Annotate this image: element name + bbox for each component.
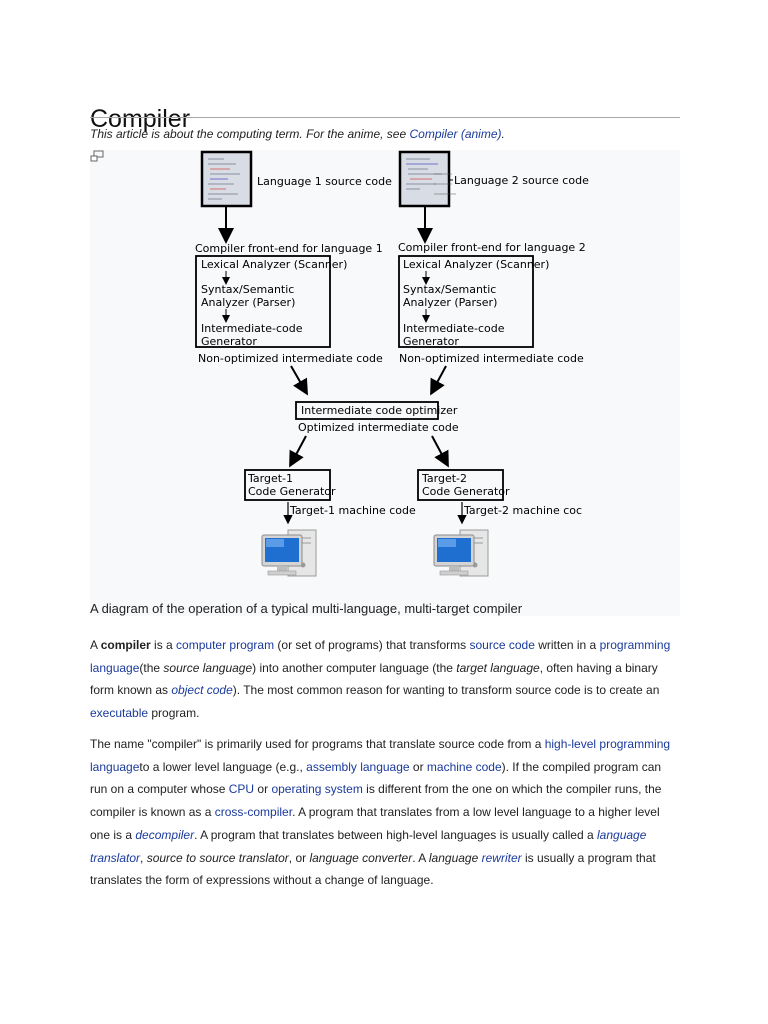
source-2-label: Language 2 source code — [454, 174, 589, 187]
link-object-code[interactable]: object code — [171, 683, 233, 698]
syntax-analyzer-2-line1: Syntax/Semantic — [403, 283, 496, 296]
frontend-2-title: Compiler front-end for language 2 — [398, 241, 586, 254]
nonopt-code-1: Non-optimized intermediate code — [198, 352, 383, 365]
link-rewriter[interactable]: rewriter — [481, 850, 522, 865]
optimizer-box — [295, 401, 439, 420]
text-run: . A — [412, 850, 429, 865]
text-run: ). The most common reason for wanting to… — [232, 683, 660, 698]
icg-2-line1: Intermediate-code — [403, 322, 505, 335]
target-2-line1: Target-2 — [421, 472, 467, 485]
link-programming-language[interactable]: programming language — [90, 638, 671, 675]
link-cross-compiler[interactable]: cross-compiler — [214, 805, 293, 820]
frontend-1-box — [195, 255, 331, 348]
link-operating-system[interactable]: operating system — [271, 782, 363, 797]
text-run: written in a — [534, 638, 600, 652]
icg-1-line2: Generator — [201, 335, 257, 348]
lexical-analyzer-2: Lexical Analyzer (Scanner) — [403, 258, 549, 271]
syntax-analyzer-2-line2: Analyzer (Parser) — [403, 296, 497, 309]
lexical-analyzer-1: Lexical Analyzer (Scanner) — [201, 258, 347, 271]
target-2-line2: Code Generator — [422, 485, 510, 498]
text-run: , — [140, 850, 147, 865]
hatnote: This article is about the computing term… — [90, 127, 505, 141]
syntax-analyzer-1-line2: Analyzer (Parser) — [201, 296, 295, 309]
text-run: , often having a binary form known as — [90, 660, 658, 698]
link-assembly-language[interactable]: assembly language — [306, 759, 410, 774]
computer-1-icon — [261, 529, 317, 577]
machine-code-2-label: Target-2 machine coc — [463, 504, 582, 517]
text-run: , or — [288, 850, 310, 865]
hatnote-link-compiler-anime[interactable]: Compiler (anime) — [409, 127, 502, 141]
frontend-1-title: Compiler front-end for language 1 — [195, 242, 383, 255]
text-run: is different from the one on which the c… — [90, 782, 662, 820]
text-run: is usually a program that translates the… — [90, 850, 656, 888]
icg-2-line2: Generator — [403, 335, 459, 348]
bold-term-compiler: compiler — [100, 638, 151, 652]
italic-source-to-source-translator: source to source translator — [146, 850, 289, 865]
text-run: or — [409, 759, 427, 774]
italic-target-language: target language — [456, 660, 540, 675]
target-1-line2: Code Generator — [248, 485, 336, 498]
italic-language-converter: language converter — [309, 850, 413, 865]
figure-caption: A diagram of the operation of a typical … — [90, 601, 523, 616]
compiler-diagram[interactable]: Language 1 source code Language 2 source… — [90, 150, 680, 590]
link-high-level-programming-language[interactable]: high-level programming language — [90, 737, 671, 774]
text-run: is a — [150, 638, 177, 652]
hatnote-text: This article is about the computing term… — [90, 127, 410, 141]
optimizer-label: Intermediate code optimizer — [301, 404, 458, 417]
link-decompiler[interactable]: decompiler — [135, 827, 195, 842]
link-source-code[interactable]: source code — [469, 638, 535, 652]
text-run: (the — [139, 660, 164, 675]
source-1-label: Language 1 source code — [257, 175, 392, 188]
link-machine-code[interactable]: machine code — [426, 759, 502, 774]
text-run: The name "compiler" is primarily used fo… — [90, 737, 545, 751]
text-run: to a lower level language (e.g., — [139, 759, 307, 774]
text-run: . A program that translates from a low l… — [90, 805, 660, 842]
source-code-1-icon — [200, 150, 253, 208]
nonopt-code-2: Non-optimized intermediate code — [399, 352, 584, 365]
target-2-generator-box — [417, 469, 504, 501]
page-title: Compiler — [90, 104, 191, 133]
text-run: program. — [148, 706, 200, 721]
title-divider — [90, 117, 680, 118]
paragraph-2: The name "compiler" is primarily used fo… — [90, 733, 680, 892]
text-run: ) into another computer language (the — [252, 660, 457, 675]
link-executable[interactable]: executable — [90, 706, 149, 721]
link-computer-program[interactable]: computer program — [176, 638, 275, 652]
paragraph-1: A compiler is a computer program (or set… — [90, 634, 680, 725]
machine-code-1-label: Target-1 machine code — [289, 504, 416, 517]
text-run: (or set of programs) that transforms — [274, 638, 470, 652]
link-cpu[interactable]: CPU — [228, 782, 255, 797]
target-1-generator-box — [244, 469, 331, 501]
text-run: A — [90, 638, 101, 652]
icg-1-line1: Intermediate-code — [201, 322, 303, 335]
italic-source-language: source language — [163, 660, 253, 675]
text-run: . A program that translates between high… — [194, 827, 597, 842]
syntax-analyzer-1-line1: Syntax/Semantic — [201, 283, 294, 296]
frontend-2-box — [398, 255, 534, 348]
computer-2-icon — [433, 529, 489, 577]
text-run: ). If the compiled program can run on a … — [90, 759, 662, 797]
source-code-2-icon — [398, 150, 456, 208]
figure: Language 1 source code Language 2 source… — [90, 150, 680, 616]
hatnote-suffix: . — [501, 127, 505, 141]
optimized-code-label: Optimized intermediate code — [298, 421, 459, 434]
text-run: or — [254, 782, 272, 797]
magnify-clip-icon[interactable] — [90, 150, 104, 162]
link-language-translator[interactable]: language translator — [90, 827, 647, 865]
italic-language: language — [428, 850, 479, 865]
target-1-line1: Target-1 — [247, 472, 293, 485]
